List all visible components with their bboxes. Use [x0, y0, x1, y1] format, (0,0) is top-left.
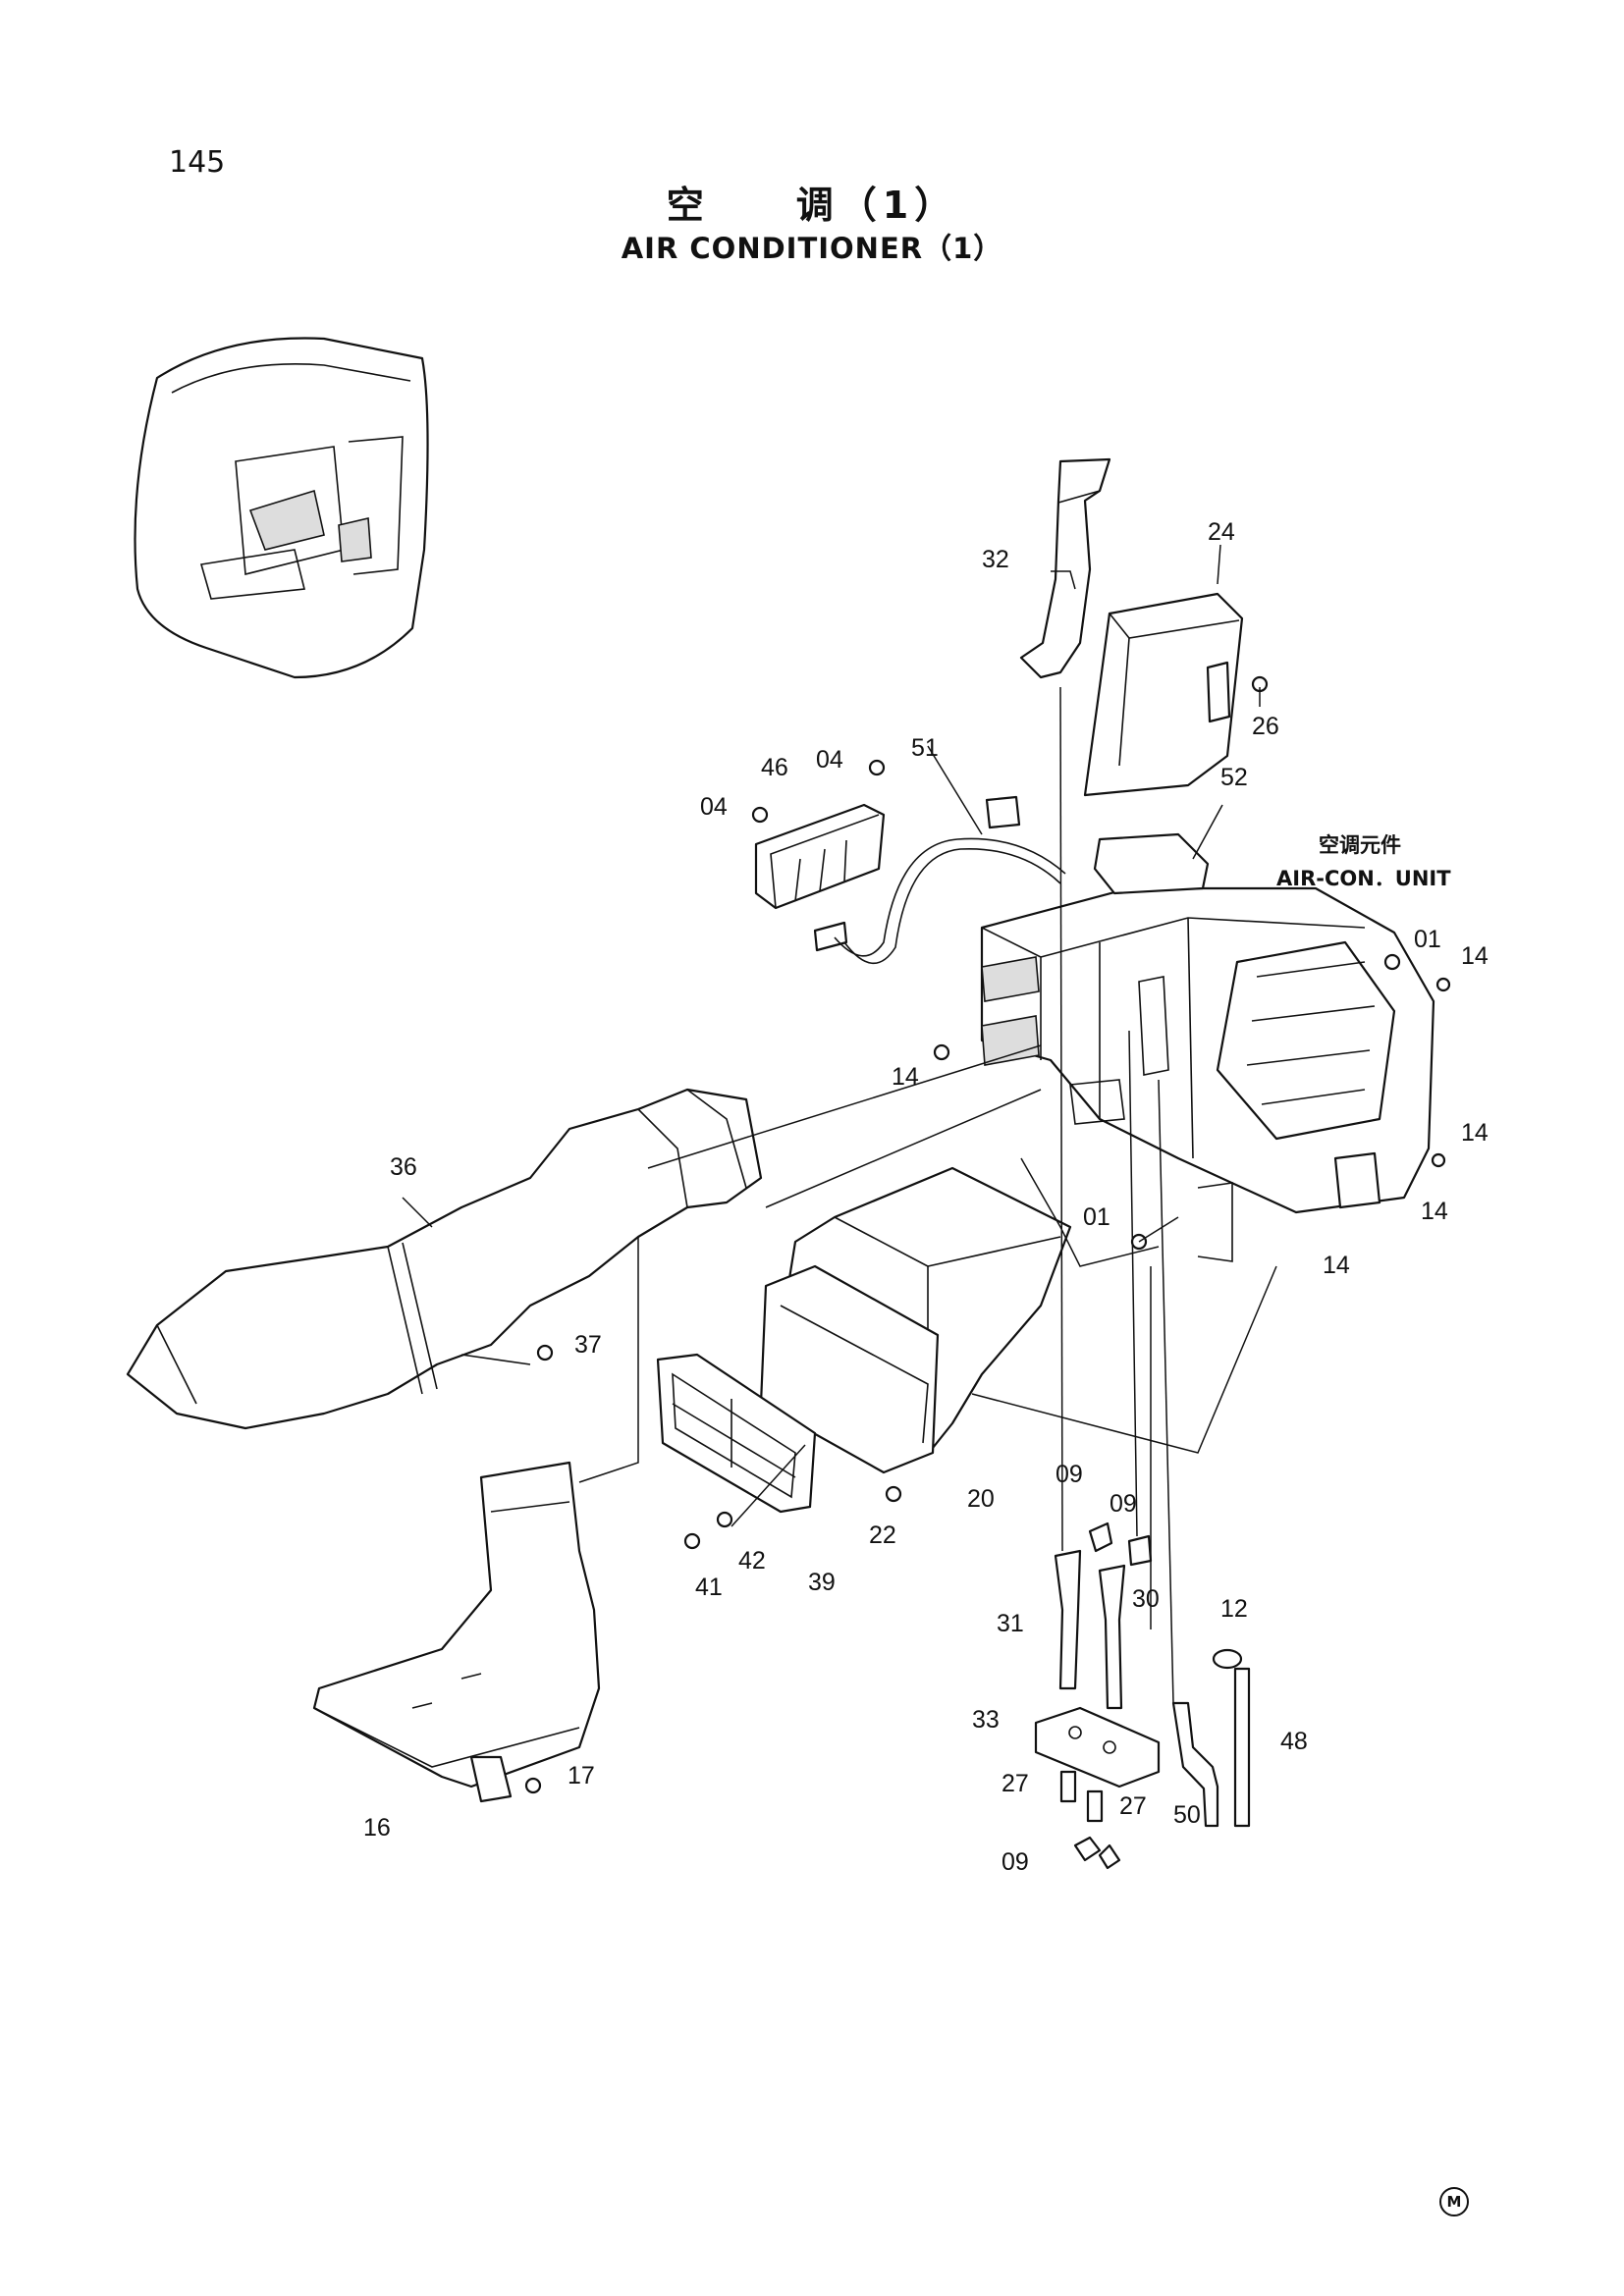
callout-24: 24 [1208, 518, 1235, 546]
callout-14-bottom: 14 [1323, 1252, 1350, 1279]
duct-16 [312, 1461, 601, 1803]
callout-51: 51 [911, 734, 939, 762]
harness-51 [834, 795, 1066, 965]
duct-24 [1083, 592, 1244, 797]
clamp-09-b [1088, 1522, 1113, 1553]
callout-14-right-mid: 14 [1461, 1119, 1489, 1147]
fitting-27-a [1059, 1770, 1077, 1803]
fitting-27-b [1086, 1789, 1104, 1823]
callout-39: 39 [808, 1569, 836, 1596]
callout-27-right: 27 [1119, 1792, 1147, 1820]
callout-16: 16 [363, 1814, 391, 1842]
callout-17: 17 [568, 1762, 595, 1789]
fasteners [524, 675, 1451, 1794]
callout-09-upper-right: 09 [1110, 1490, 1137, 1518]
callout-09-upper-left: 09 [1056, 1461, 1083, 1488]
filter-39 [656, 1353, 817, 1514]
callout-41: 41 [695, 1574, 723, 1601]
callout-12: 12 [1220, 1595, 1248, 1623]
callout-01-upper: 01 [1414, 926, 1441, 953]
callout-42: 42 [738, 1547, 766, 1575]
callout-20: 20 [967, 1485, 995, 1513]
callout-14-right-low: 14 [1421, 1198, 1448, 1225]
unit-label-chinese: 空调元件 [1319, 833, 1401, 857]
callout-14-left: 14 [892, 1063, 919, 1091]
callout-14-right-top: 14 [1461, 942, 1489, 970]
clamp-09-a [1073, 1836, 1121, 1870]
air-con-unit [980, 832, 1435, 1262]
callout-37: 37 [574, 1331, 602, 1359]
maker-mark: M [1439, 2187, 1469, 2216]
callout-04-upper: 04 [816, 746, 843, 774]
controller-46 [754, 803, 886, 952]
cap-12 [1212, 1648, 1243, 1670]
callout-30: 30 [1132, 1585, 1160, 1613]
callout-48: 48 [1280, 1728, 1308, 1755]
callout-33: 33 [972, 1706, 1000, 1734]
callout-32: 32 [982, 546, 1009, 573]
pipe-30 [1098, 1564, 1126, 1710]
page-number: 145 [169, 145, 226, 180]
callout-22: 22 [869, 1522, 896, 1549]
bracket-33 [1034, 1706, 1161, 1789]
cab-inset-illustration [134, 337, 429, 679]
clamp-09-c [1127, 1534, 1153, 1567]
callout-04-left: 04 [700, 793, 728, 821]
title-chinese: 空 调（1） [666, 184, 958, 227]
title-english: AIR CONDITIONER（1） [621, 232, 1003, 265]
leader-lines [402, 544, 1277, 1704]
callout-50: 50 [1173, 1801, 1201, 1829]
callout-46: 46 [761, 754, 788, 781]
tube-48 [1233, 1667, 1251, 1828]
duct-36 [126, 1088, 763, 1430]
callout-31: 31 [997, 1610, 1024, 1637]
unit-label-english: AIR-CON．UNIT [1276, 867, 1451, 890]
pipe-31 [1054, 1549, 1082, 1690]
callout-09-lower: 09 [1001, 1848, 1029, 1876]
hose-50 [1171, 1701, 1219, 1828]
callout-36: 36 [390, 1153, 417, 1181]
callout-01-lower: 01 [1083, 1203, 1110, 1231]
callout-52: 52 [1220, 764, 1248, 791]
callout-26: 26 [1252, 713, 1279, 740]
duct-32 [1019, 457, 1111, 679]
callout-27-left: 27 [1001, 1770, 1029, 1797]
